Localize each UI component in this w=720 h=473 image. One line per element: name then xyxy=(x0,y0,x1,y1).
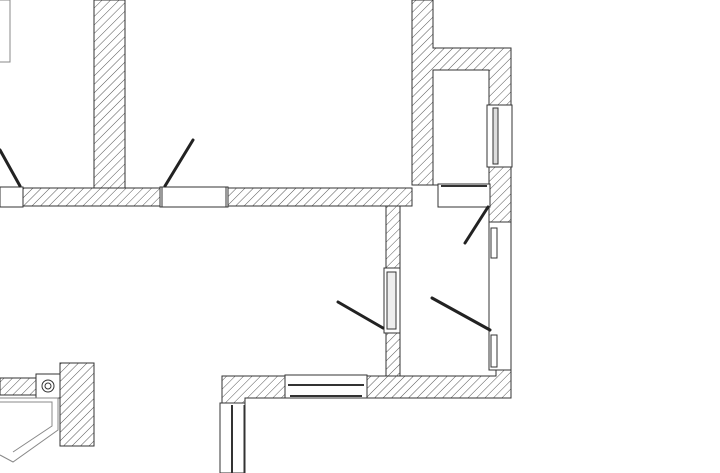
door-swing-1 xyxy=(0,148,22,188)
fixture-top-left xyxy=(0,0,11,63)
door-swing-2 xyxy=(163,138,195,188)
door-swing-4 xyxy=(336,300,385,330)
window-bottom xyxy=(284,374,368,399)
window-right-lower xyxy=(488,221,512,371)
wall-lower-left xyxy=(59,362,95,447)
wall-vertical-left xyxy=(93,0,126,189)
window-right-upper xyxy=(486,104,513,168)
door-swing-5 xyxy=(430,296,492,332)
window-top-left xyxy=(0,186,24,208)
window-top-middle xyxy=(159,186,229,208)
fixture-lower-left xyxy=(0,397,59,463)
door-swing-3 xyxy=(463,205,490,245)
wall-lower-left-short xyxy=(0,377,37,396)
door-frame-inner xyxy=(437,183,491,208)
inner-room xyxy=(432,69,490,186)
